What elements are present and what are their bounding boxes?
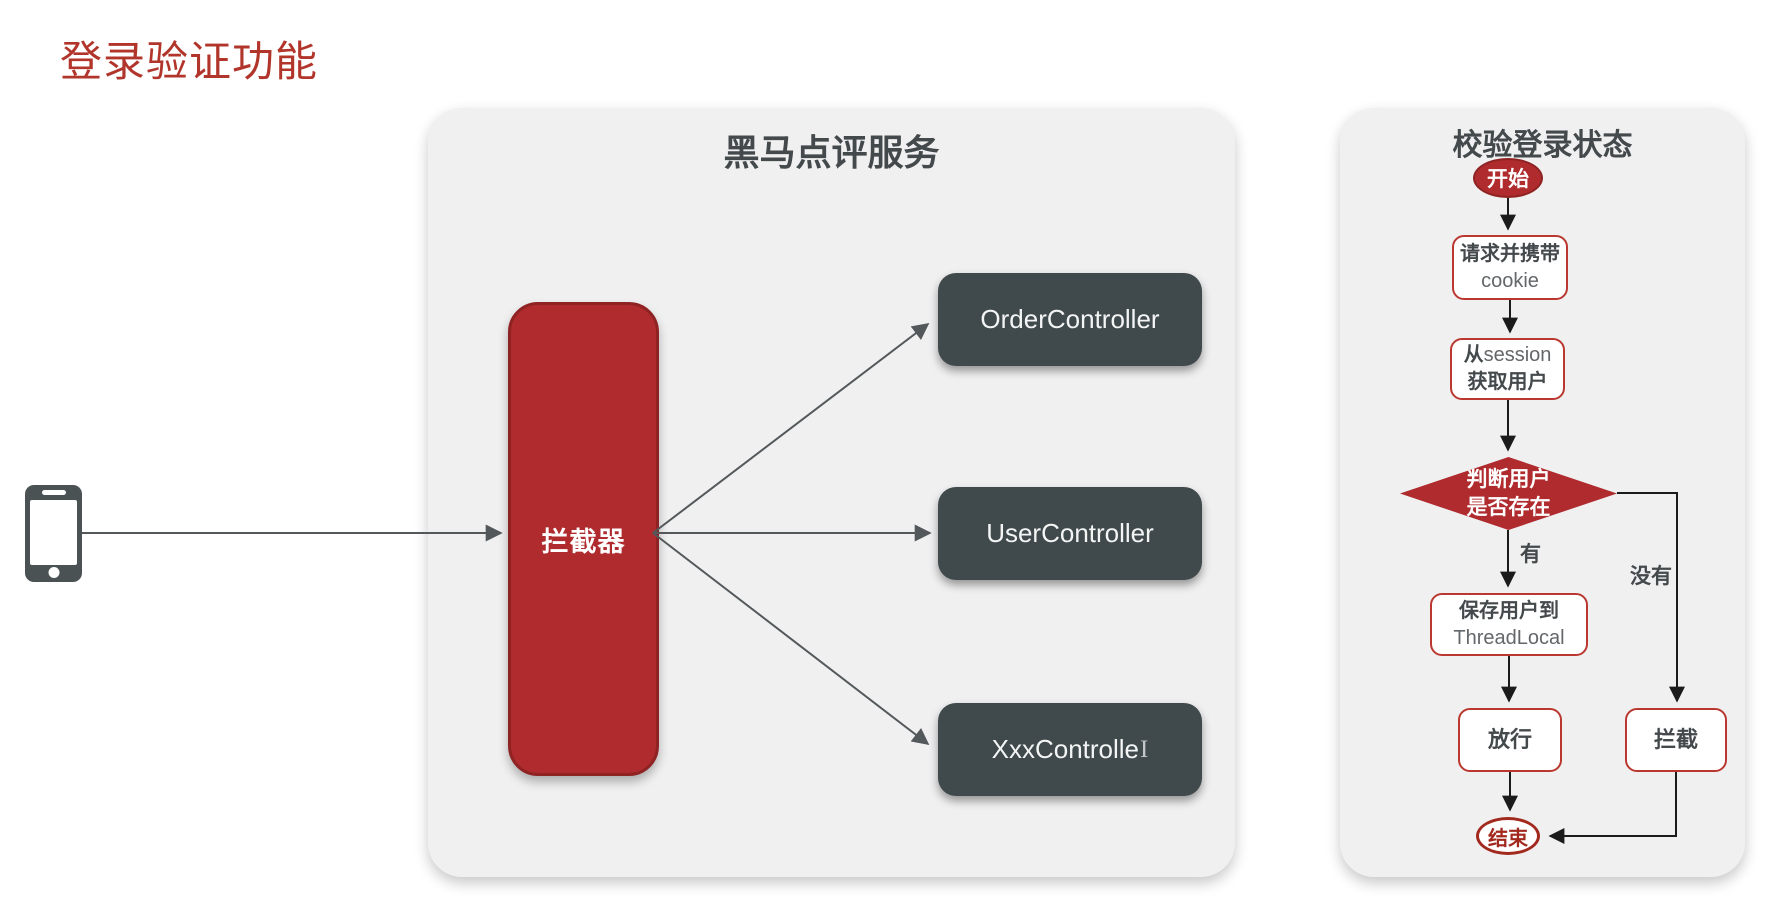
save-box-line2: ThreadLocal	[1453, 626, 1565, 649]
order-controller-node[interactable]: OrderController	[938, 273, 1202, 366]
request-box-line2: cookie	[1481, 269, 1539, 292]
flow-start-label: 开始	[1487, 168, 1529, 191]
interceptor-label: 拦截器	[541, 526, 626, 557]
flow-pass-node[interactable]: 放行	[1458, 708, 1562, 772]
phone-speaker	[41, 490, 66, 495]
flow-save-threadlocal-node[interactable]: 保存用户到 ThreadLocal	[1430, 593, 1588, 656]
flow-session-node[interactable]: 从session 获取用户	[1450, 338, 1565, 400]
service-panel: 黑马点评服务 拦截器 OrderController UserControlle…	[428, 108, 1235, 877]
intercept-label: 拦截	[1653, 727, 1698, 753]
session-box-line1: 从session	[1464, 342, 1552, 369]
user-controller-node[interactable]: UserController	[938, 487, 1202, 580]
login-check-panel: 校验登录状态 开始 请求并携带 cookie 从session 获取用户 判断用…	[1340, 108, 1745, 877]
mobile-phone-icon	[25, 485, 82, 582]
flow-end-label: 结束	[1488, 827, 1528, 850]
decision-line2: 是否存在	[1466, 495, 1551, 519]
save-box-line1: 保存用户到	[1459, 599, 1559, 622]
flow-start-node[interactable]: 开始	[1473, 158, 1543, 198]
flow-decision-node[interactable]: 判断用户 是否存在	[1400, 457, 1617, 530]
phone-screen	[30, 500, 77, 565]
flow-intercept-node[interactable]: 拦截	[1625, 708, 1727, 772]
flow-request-cookie-node[interactable]: 请求并携带 cookie	[1452, 235, 1568, 300]
edge-label-no: 没有	[1630, 565, 1672, 588]
phone-home-button	[48, 567, 59, 578]
page-title: 登录验证功能	[60, 40, 319, 86]
decision-line1: 判断用户	[1466, 468, 1551, 492]
user-controller-label: UserController	[986, 518, 1154, 548]
pass-label: 放行	[1487, 727, 1532, 753]
service-panel-title: 黑马点评服务	[723, 132, 940, 173]
edge-label-yes: 有	[1520, 543, 1541, 566]
text-cursor-ibeam-icon: I	[1140, 735, 1149, 763]
request-box-line1: 请求并携带	[1460, 242, 1560, 265]
order-controller-label: OrderController	[980, 304, 1160, 334]
login-check-panel-title: 校验登录状态	[1452, 129, 1633, 162]
session-box-line2: 获取用户	[1467, 371, 1548, 393]
interceptor-node[interactable]: 拦截器	[508, 302, 659, 776]
session-box-line1-zh: 从	[1463, 344, 1484, 366]
xxx-controller-label: XxxControlle	[991, 734, 1140, 764]
flow-end-node[interactable]: 结束	[1476, 817, 1540, 855]
session-box-line1-en: session	[1483, 344, 1552, 366]
